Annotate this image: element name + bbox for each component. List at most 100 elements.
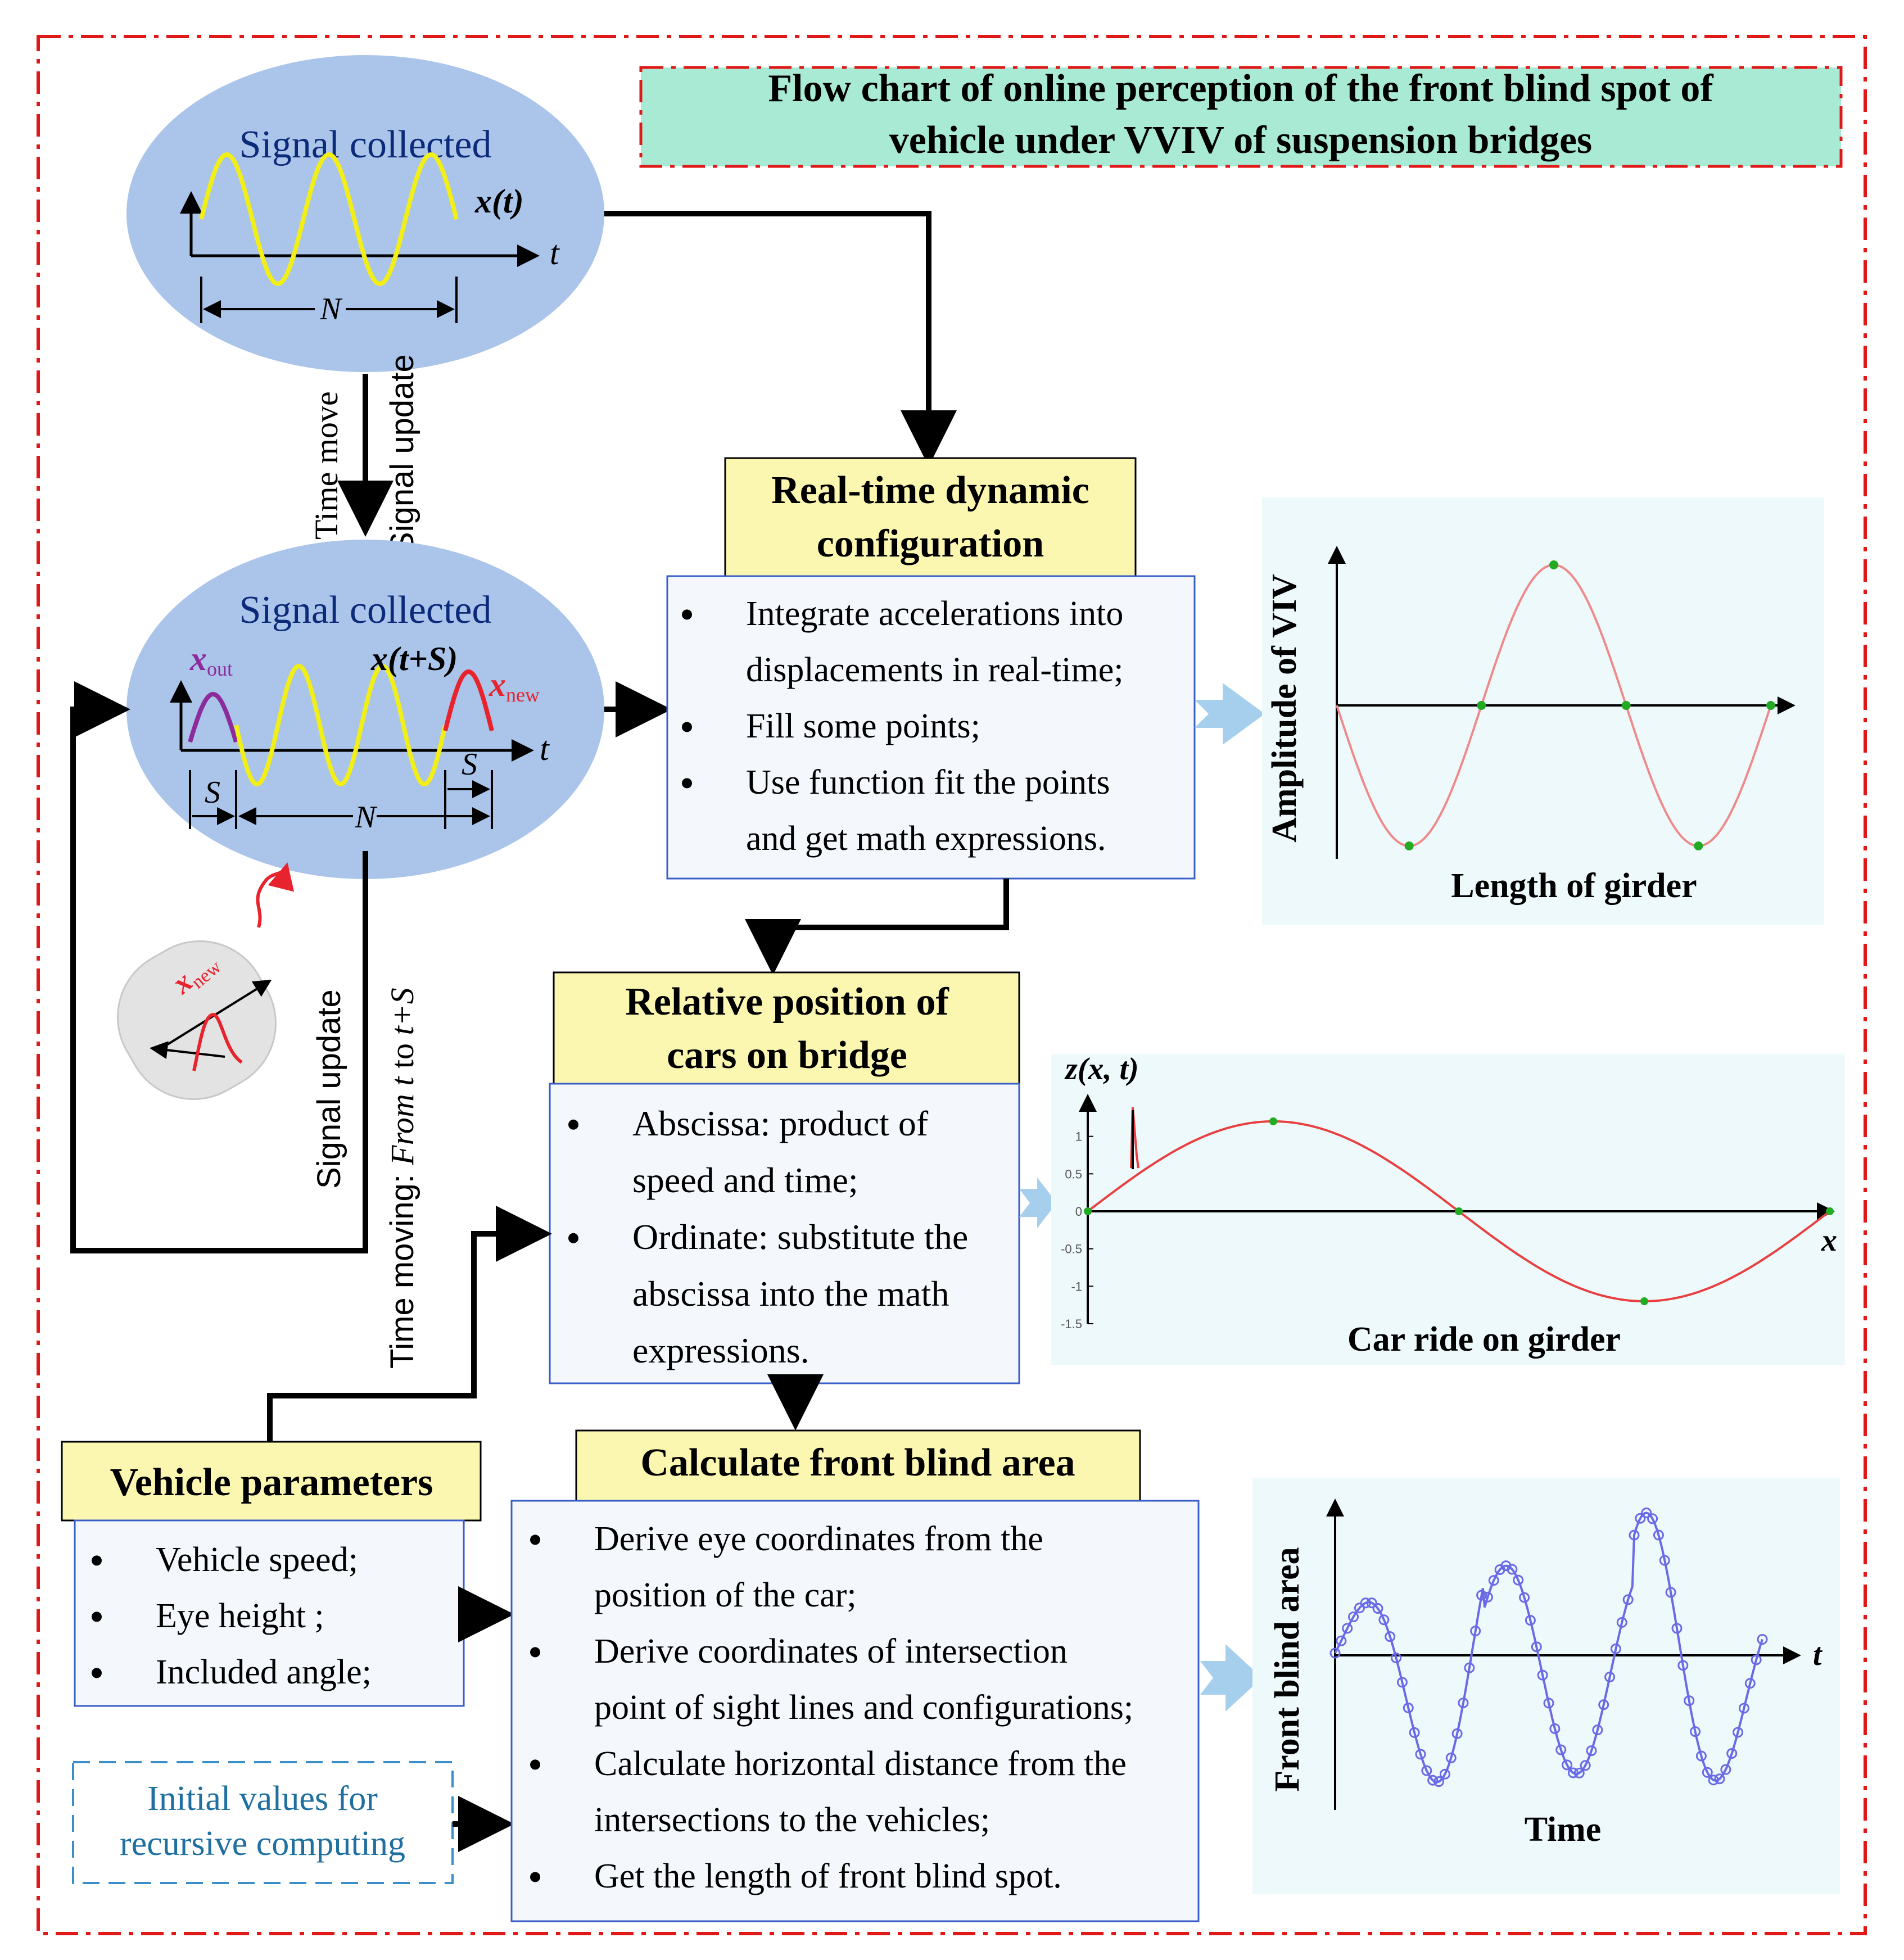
chart-blind-curve — [1334, 1511, 1763, 1784]
chart-blind-point — [1702, 1767, 1713, 1778]
bullet-text: expressions. — [632, 1330, 809, 1370]
chart-blind-point — [1555, 1744, 1567, 1755]
label-signal-update-2: Signal update — [311, 989, 347, 1189]
bullet-icon — [682, 609, 692, 620]
bullet-icon — [92, 1555, 102, 1566]
chart-blind-point — [1507, 1564, 1518, 1575]
chart-blind-point — [1537, 1669, 1548, 1681]
chart-blind-point — [1378, 1614, 1390, 1626]
chart-blind-point — [1751, 1654, 1762, 1665]
chart-ride-point — [1455, 1207, 1463, 1215]
chart-blind-point — [1385, 1631, 1396, 1642]
chart-blind-point — [1415, 1749, 1426, 1760]
chart-blind-point — [1549, 1723, 1561, 1734]
chart-blind-point — [1458, 1698, 1469, 1709]
chart-blind-point — [1610, 1643, 1621, 1654]
chart-blind-point — [1580, 1760, 1591, 1771]
chevron-arrow-icon-1 — [1195, 683, 1265, 745]
signal-top-span: N — [319, 292, 342, 327]
chart-blind-point — [1336, 1635, 1347, 1646]
relpos-header — [553, 971, 1020, 1085]
title-box — [639, 66, 1843, 168]
relpos-box — [549, 1083, 1020, 1384]
chart-blind-point — [1684, 1695, 1695, 1706]
label-time-move: Time move — [308, 391, 345, 540]
chart-blind-point — [1720, 1764, 1731, 1775]
bullet-icon — [530, 1759, 540, 1770]
chart-blind-point — [1629, 1529, 1640, 1541]
vehicle-box — [74, 1519, 465, 1707]
s-right-label: S — [462, 747, 477, 782]
bullet-icon — [92, 1612, 102, 1622]
chart-blind-point — [1562, 1759, 1573, 1771]
relpos-title-2: cars on bridge — [667, 1034, 907, 1077]
chart-blind-point — [1690, 1726, 1701, 1737]
vehicle-title: Vehicle parameters — [110, 1461, 433, 1504]
ytick-label: 0.5 — [1065, 1167, 1082, 1181]
chart-blind-point — [1476, 1590, 1487, 1601]
chart-blind-point — [1543, 1698, 1554, 1709]
bullet-text: Ordinate: substitute the — [632, 1217, 968, 1257]
signal-top-t-label: t — [550, 234, 560, 271]
chart-blind-point — [1592, 1724, 1603, 1736]
x-new-wave — [443, 669, 494, 731]
bullet-text: Get the length of front blind spot. — [594, 1857, 1062, 1895]
chart-viv-point — [1404, 841, 1414, 850]
chart-blind-point — [1714, 1773, 1725, 1785]
chart-blind-markers — [1329, 1507, 1768, 1787]
bullet-text: Calculate horizontal distance from the — [594, 1745, 1127, 1783]
signal-top-wave — [199, 152, 459, 287]
chart-ride-xlabel: Car ride on girder — [1347, 1320, 1621, 1359]
chart-blind-point — [1439, 1768, 1450, 1780]
chevron-arrow-icon-3 — [1200, 1644, 1262, 1712]
bullet-text: Vehicle speed; — [156, 1541, 358, 1579]
bullet-icon — [530, 1872, 540, 1882]
bullet-text: speed and time; — [632, 1160, 858, 1200]
ytick-label: 1 — [1075, 1130, 1082, 1144]
bullet-text: Eye height ; — [156, 1597, 324, 1635]
chart-viv-point — [1766, 701, 1775, 710]
bullet-icon — [530, 1534, 540, 1545]
bullet-icon — [92, 1668, 102, 1678]
bullet-text: Derive coordinates of intersection — [594, 1632, 1068, 1671]
blind-title: Calculate front blind area — [640, 1441, 1075, 1484]
bullet-icon — [682, 778, 692, 789]
chart-blind-point — [1488, 1575, 1499, 1586]
chart-blind-point — [1733, 1727, 1744, 1738]
chart-blind-point — [1470, 1626, 1481, 1637]
chart-ride-markers — [1084, 1117, 1834, 1305]
chart-blind-point — [1348, 1612, 1359, 1623]
chart-blind-point — [1513, 1574, 1524, 1586]
relpos-title-1: Relative position of — [625, 980, 949, 1024]
chart-blind-point — [1451, 1728, 1463, 1739]
chevron-arrow-icon-2 — [1019, 1178, 1057, 1228]
bullet-text: abscissa into the math — [632, 1274, 949, 1314]
bullet-icon — [568, 1233, 578, 1243]
chart-blind-point — [1726, 1748, 1738, 1759]
chart-viv-panel — [1262, 497, 1824, 925]
ytick-label: -1 — [1071, 1279, 1082, 1293]
bullet-text: intersections to the vehicles; — [594, 1801, 990, 1839]
bullet-text: displacements in real-time; — [746, 651, 1123, 689]
chart-viv-point — [1477, 701, 1486, 710]
chart-ride-point — [1640, 1297, 1648, 1305]
chart-viv-ylabel: Amplitude of VIV — [1265, 574, 1304, 843]
initial-line-2: recursive computing — [120, 1825, 405, 1863]
title-line-1: Flow chart of online perception of the f… — [768, 67, 1713, 110]
bullet-text: Integrate accelerations into — [746, 595, 1123, 633]
chart-blind-point — [1427, 1775, 1439, 1786]
x-out-label: xout — [189, 640, 233, 680]
chart-blind-point — [1433, 1776, 1445, 1787]
chart-blind-point — [1567, 1767, 1579, 1778]
chart-blind-point — [1360, 1597, 1371, 1609]
realtime-header — [724, 457, 1137, 578]
signal-mid-t-label: t — [540, 730, 550, 767]
chart-blind-point — [1531, 1641, 1542, 1653]
chart-ride-x-axis-label: x — [1821, 1223, 1837, 1258]
chart-blind-point — [1738, 1703, 1749, 1714]
ytick-label: -1.5 — [1061, 1317, 1082, 1331]
s-left-label: S — [205, 775, 220, 810]
chart-blind-point — [1695, 1750, 1707, 1762]
bullet-text: and get math expressions. — [746, 820, 1106, 858]
signal-mid-func: x(t+S) — [370, 640, 458, 677]
